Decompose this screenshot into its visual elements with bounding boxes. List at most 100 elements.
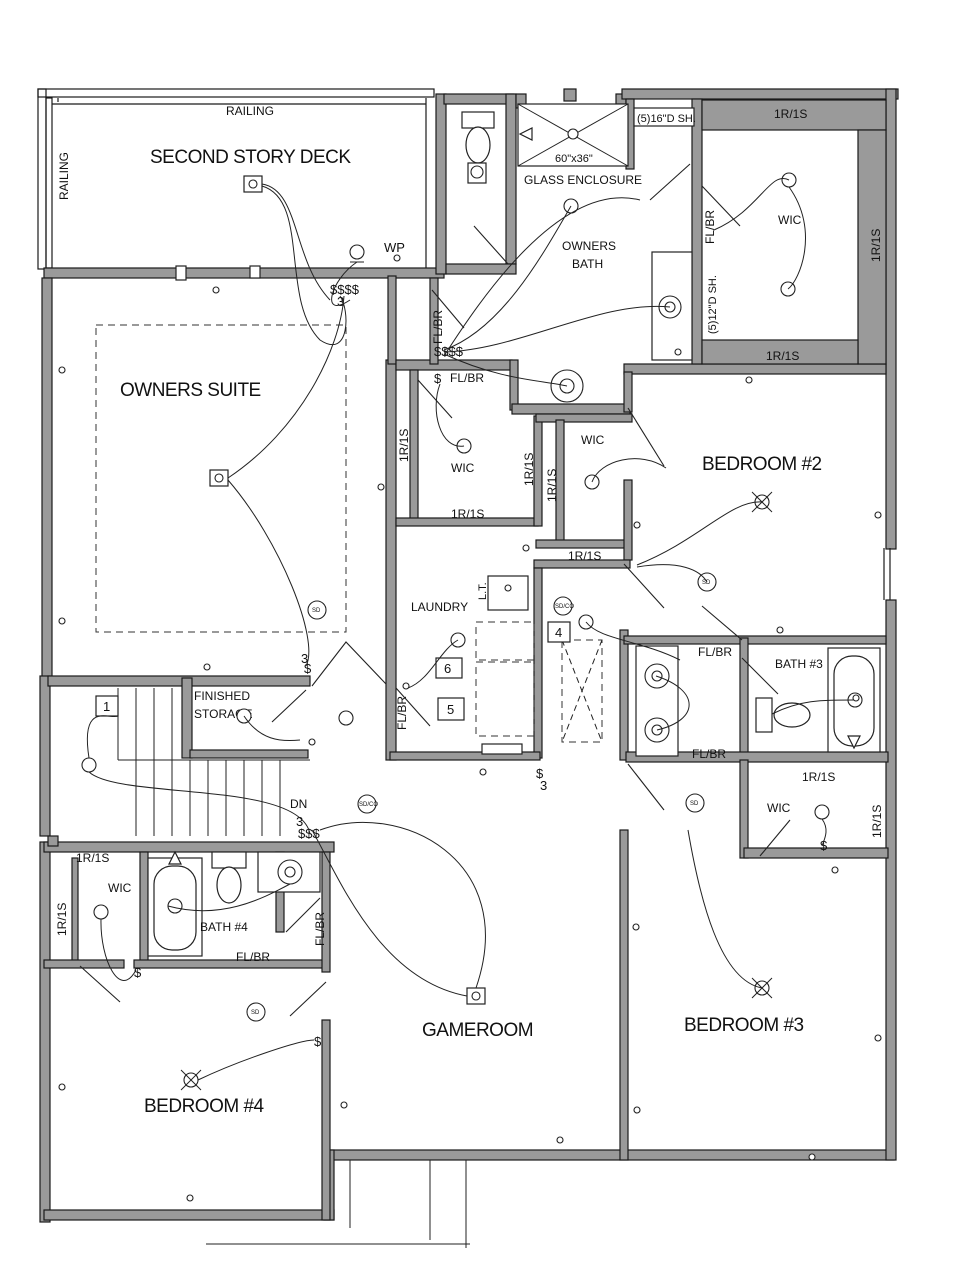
washer-outline	[475, 621, 535, 661]
railing-side-label: RAILING	[57, 152, 71, 200]
rod-shelf-owners-wic-bottom: 1R/1S	[766, 349, 799, 363]
bedroom-3: 1R/1S 1R/1S WIC SD BEDROOM #3 $	[632, 770, 884, 1161]
room-owners-wic: WIC	[778, 213, 802, 227]
switch-owners-closet: $	[434, 371, 442, 386]
finished-storage-label-1: FINISHED	[194, 689, 250, 703]
outlets	[308, 348, 860, 746]
switch-b4-wic: $	[134, 965, 142, 980]
wp-outlet	[349, 244, 365, 260]
room-owners-suite: OWNERS SUITE	[120, 380, 261, 401]
room-bedroom-2: BEDROOM #2	[702, 454, 822, 475]
rod-shelf-b4-wic-side: 1R/1S	[55, 903, 69, 936]
bedroom-4: 1R/1S 1R/1S WIC BATH #4 FL/BR FL/BR SD B…	[55, 850, 348, 1202]
toilet-bowl-b3	[773, 702, 811, 728]
smoke-co-hall	[553, 596, 573, 616]
svg-text:SD: SD	[702, 580, 711, 586]
wiring	[86, 177, 856, 1081]
owners-bath: 60"x36" GLASS ENCLOSURE OWNERS BATH (5)1…	[431, 103, 719, 403]
toilet-tank-b3	[755, 697, 773, 733]
wp-label: WP	[384, 240, 405, 255]
room-suite-wic: WIC	[451, 461, 475, 475]
fl-br-owners-closet: FL/BR	[450, 371, 484, 385]
attic-access	[561, 639, 603, 743]
three-way-suite-door: 3	[301, 651, 308, 666]
toilet-tank-b4	[211, 851, 247, 869]
second-story-deck: RAILING RAILING SECOND STORY DECK WP	[57, 104, 405, 281]
room-bedroom4-wic: WIC	[108, 881, 132, 895]
switch-b3-wic: $	[820, 838, 828, 853]
tag-6	[435, 657, 463, 679]
owners-bath-label-2: BATH	[572, 257, 603, 271]
rod-shelf-suite-wic-side: 1R/1S	[397, 429, 411, 462]
three-way-suite: 3	[337, 294, 344, 309]
svg-text:1: 1	[103, 699, 110, 714]
shelf-16-box	[633, 107, 695, 127]
fl-br-owners-bath: FL/BR	[431, 310, 445, 344]
door-swings	[79, 163, 791, 1017]
dryer-outline	[475, 661, 535, 737]
room-bedroom2-wic: WIC	[581, 433, 605, 447]
rod-shelf-b2-wic-left: 1R/1S	[545, 469, 559, 502]
fl-br-bath4-side: FL/BR	[313, 912, 327, 946]
stair-dn-label: DN	[290, 797, 307, 811]
rod-shelf-b3-wic-side: 1R/1S	[870, 805, 884, 838]
rod-shelf-suite-wic-right: 1R/1S	[522, 453, 536, 486]
tag-5	[437, 697, 465, 721]
lt-label: L.T.	[477, 582, 489, 600]
rod-shelf-owners-wic-top: 1R/1S	[774, 107, 807, 121]
toilet-bowl-owners	[465, 126, 491, 164]
switch-triple-gameroom: $$$	[298, 826, 320, 841]
rod-shelf-b3-wic-top: 1R/1S	[802, 770, 835, 784]
switch-gameroom-hall: $	[536, 766, 544, 781]
rod-shelf-suite-wic-bottom: 1R/1S	[451, 507, 484, 521]
shelf-16-label: (5)16"D SH.	[637, 113, 696, 125]
switch-triple-suite-door: $	[304, 661, 312, 676]
room-bedroom-3: BEDROOM #3	[684, 1015, 804, 1036]
owners-suite: OWNERS SUITE SD $$$$ 3 3 $	[58, 282, 385, 676]
switch-b4-door: $	[314, 1034, 322, 1049]
tray-ceiling-outline	[95, 324, 347, 633]
smoke-detector-b4	[246, 1002, 266, 1022]
fl-br-bath4: FL/BR	[236, 950, 270, 964]
rod-shelf-b2-wic-bottom: 1R/1S	[568, 549, 601, 563]
svg-text:SD: SD	[312, 608, 321, 614]
fl-br-bath3-top: FL/BR	[698, 645, 732, 659]
gameroom: GAMEROOM SD/CO 3 $$$ $ 3	[296, 766, 564, 1144]
smoke-detector-suite	[307, 600, 327, 620]
room-bath-3: BATH #3	[775, 657, 823, 671]
center-closets: 1R/1S WIC 1R/1S 1R/1S 1R/1S WIC 1R/1S $ …	[397, 344, 605, 563]
rod-shelf-owners-wic-side: 1R/1S	[869, 229, 883, 262]
entry-steps	[206, 1160, 470, 1248]
room-bedroom-4: BEDROOM #4	[144, 1096, 265, 1117]
shelf-12-label: (5)12"D SH.	[707, 275, 719, 334]
room-gameroom: GAMEROOM	[422, 1020, 533, 1041]
smoke-detector-b3	[685, 793, 705, 813]
toilet-bowl-b4	[216, 866, 242, 904]
room-second-story-deck: SECOND STORY DECK	[150, 147, 351, 168]
svg-text:5: 5	[447, 702, 454, 717]
laundry-tub	[487, 575, 529, 611]
three-way-gameroom-1: 3	[296, 814, 303, 829]
owners-wic: 1R/1S 1R/1S 1R/1S WIC	[766, 107, 883, 363]
svg-text:6: 6	[444, 661, 451, 676]
svg-text:SD/CO: SD/CO	[555, 604, 574, 610]
smoke-co-gameroom	[357, 794, 377, 814]
rod-shelf-b4-wic-top: 1R/1S	[76, 851, 109, 865]
shower-size-label: 60"x36"	[555, 153, 593, 165]
svg-text:SD: SD	[690, 801, 699, 807]
owners-bath-label-1: OWNERS	[562, 239, 616, 253]
hall-attic: 4 SD/CO	[547, 596, 603, 743]
stairs: 1 DN FINISHED STORAGE	[81, 688, 310, 836]
laundry: L.T. LAUNDRY 6 5 FL/BR	[395, 544, 535, 755]
room-bedroom3-wic: WIC	[767, 801, 791, 815]
svg-text:SD/CO: SD/CO	[359, 802, 378, 808]
exterior-walls	[37, 88, 899, 1223]
tag-4	[547, 621, 571, 643]
switch-quad-suite: $$$$	[330, 282, 360, 297]
glass-enclosure-label: GLASS ENCLOSURE	[524, 173, 642, 187]
fl-br-bath3-bottom: FL/BR	[692, 747, 726, 761]
room-bath-4: BATH #4	[200, 920, 248, 934]
svg-text:4: 4	[555, 625, 562, 640]
toilet-tank-owners	[461, 111, 495, 129]
